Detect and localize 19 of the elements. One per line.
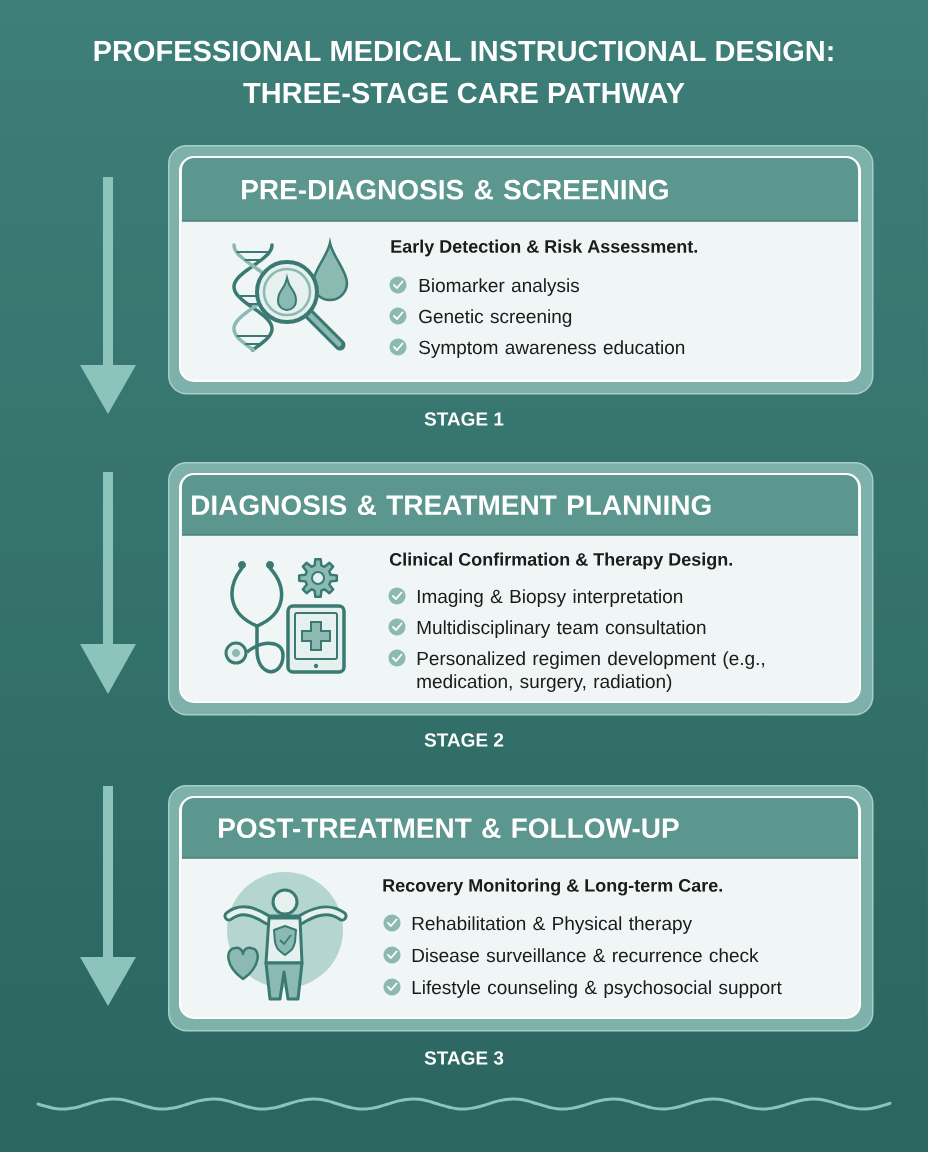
bullet-text: Rehabilitation & Physical therapy [412, 916, 692, 934]
stage-label: STAGE 1 [424, 412, 504, 426]
bullet-text: Disease surveillance & recurrence check [412, 948, 759, 963]
bullet-text: Lifestyle counseling & psychosocial support [412, 980, 782, 998]
header-band: POST-TREATMENT & FOLLOW-UP [181, 798, 859, 859]
bullet-text: Personalized regimen development (e.g., medication, surgery, radiation) [417, 651, 764, 692]
header-band: PRE-DIAGNOSIS & SCREENING [181, 158, 859, 222]
stage-label: STAGE 3 [424, 1051, 504, 1065]
header-band: DIAGNOSIS & TREATMENT PLANNING [181, 475, 859, 536]
subtitle: Clinical Confirmation & Therapy Design. [389, 552, 732, 570]
stage-label: STAGE 2 [424, 733, 504, 747]
bullet-text: Multidisciplinary team consultation [417, 620, 706, 638]
bullet-text: Biomarker analysis [419, 278, 580, 296]
bullet-text: Genetic screening [419, 309, 572, 327]
title: PROFESSIONAL MEDICAL INSTRUCTIONAL DESIGN: THREE-STAGE CARE PATHWAY [94, 40, 833, 104]
bullet-text: Symptom awareness education [419, 340, 685, 358]
bullet-text: Imaging & Biopsy interpretation [417, 589, 683, 607]
subtitle: Early Detection & Risk Assessment. [391, 239, 698, 257]
subtitle: Recovery Monitoring & Long-term Care. [383, 878, 722, 896]
